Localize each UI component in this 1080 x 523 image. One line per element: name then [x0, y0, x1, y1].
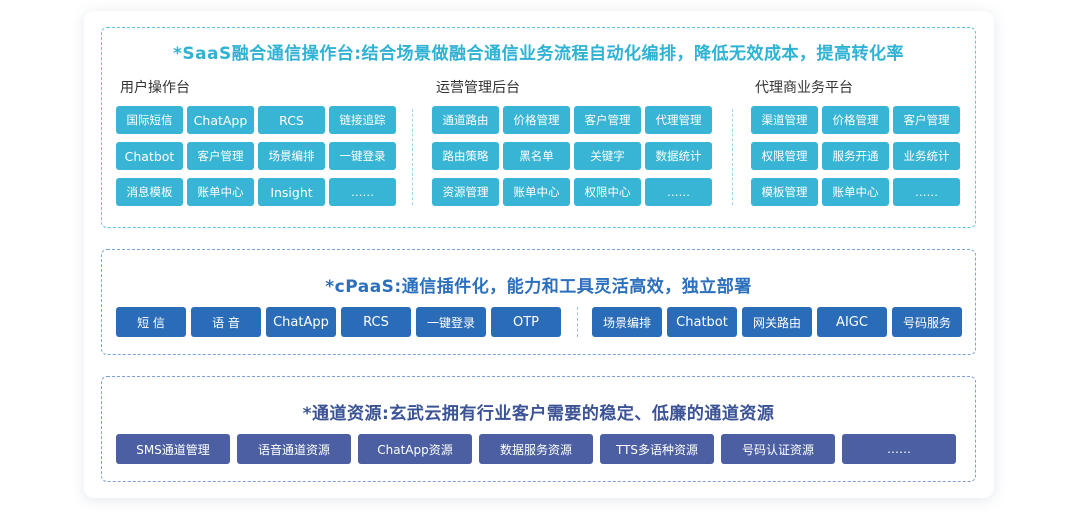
saas-agent-item[interactable]: 客户管理 — [893, 106, 960, 134]
channel-item[interactable]: 数据服务资源 — [479, 434, 593, 464]
saas-agent-item[interactable]: 模板管理 — [751, 178, 818, 206]
user-console-group: 用户操作台 国际短信 ChatApp RCS 链接追踪 Chatbot 客户管理… — [116, 79, 396, 206]
saas-user-item[interactable]: Insight — [258, 178, 325, 206]
agent-platform-title: 代理商业务平台 — [755, 80, 853, 96]
saas-user-item[interactable]: RCS — [258, 106, 325, 134]
saas-ops-item[interactable]: 权限中心 — [574, 178, 641, 206]
cpaas-item[interactable]: 场景编排 — [592, 307, 662, 337]
cpaas-divider — [577, 307, 578, 337]
saas-agent-item[interactable]: 价格管理 — [822, 106, 889, 134]
saas-user-item-more[interactable]: …… — [329, 178, 396, 206]
saas-user-item[interactable]: 场景编排 — [258, 142, 325, 170]
channel-item[interactable]: TTS多语种资源 — [600, 434, 714, 464]
cpaas-item[interactable]: RCS — [341, 307, 411, 337]
cpaas-item[interactable]: OTP — [491, 307, 561, 337]
saas-user-item[interactable]: 消息模板 — [116, 178, 183, 206]
saas-agent-item[interactable]: 业务统计 — [893, 142, 960, 170]
saas-ops-item[interactable]: 黑名单 — [503, 142, 570, 170]
cpaas-item[interactable]: 一键登录 — [416, 307, 486, 337]
saas-ops-item[interactable]: 客户管理 — [574, 106, 641, 134]
channel-section: *通道资源:玄武云拥有行业客户需要的稳定、低廉的通道资源 SMS通道管理 语音通… — [101, 376, 976, 482]
saas-ops-item[interactable]: 路由策略 — [432, 142, 499, 170]
ops-backend-group: 运营管理后台 通道路由 价格管理 客户管理 代理管理 路由策略 黑名单 关键字 … — [432, 79, 712, 206]
saas-ops-item[interactable]: 关键字 — [574, 142, 641, 170]
cpaas-left-row: 短 信 语 音 ChatApp RCS 一键登录 OTP — [116, 307, 561, 337]
saas-user-item[interactable]: 国际短信 — [116, 106, 183, 134]
saas-agent-item[interactable]: 账单中心 — [822, 178, 889, 206]
saas-agent-item-more[interactable]: …… — [893, 178, 960, 206]
saas-ops-item[interactable]: 账单中心 — [503, 178, 570, 206]
saas-divider — [412, 109, 413, 205]
cpaas-item[interactable]: Chatbot — [667, 307, 737, 337]
cpaas-title: *cPaaS:通信插件化，能力和工具灵活高效，独立部署 — [325, 277, 752, 297]
channel-row: SMS通道管理 语音通道资源 ChatApp资源 数据服务资源 TTS多语种资源… — [116, 434, 956, 464]
saas-ops-item[interactable]: 通道路由 — [432, 106, 499, 134]
channel-item-more[interactable]: …… — [842, 434, 956, 464]
saas-ops-item[interactable]: 代理管理 — [645, 106, 712, 134]
ops-backend-title: 运营管理后台 — [436, 80, 520, 96]
cpaas-right-row: 场景编排 Chatbot 网关路由 AIGC 号码服务 — [592, 307, 962, 337]
saas-agent-item[interactable]: 权限管理 — [751, 142, 818, 170]
saas-section: *SaaS融合通信操作台:结合场景做融合通信业务流程自动化编排，降低无效成本，提… — [101, 27, 976, 228]
user-console-title: 用户操作台 — [120, 80, 190, 96]
saas-divider — [732, 109, 733, 205]
channel-item[interactable]: 语音通道资源 — [237, 434, 351, 464]
saas-user-item[interactable]: Chatbot — [116, 142, 183, 170]
cpaas-section: *cPaaS:通信插件化，能力和工具灵活高效，独立部署 短 信 语 音 Chat… — [101, 249, 976, 355]
saas-agent-item[interactable]: 服务开通 — [822, 142, 889, 170]
saas-user-item[interactable]: 链接追踪 — [329, 106, 396, 134]
cpaas-item[interactable]: 语 音 — [191, 307, 261, 337]
cpaas-item[interactable]: 短 信 — [116, 307, 186, 337]
saas-user-item[interactable]: 一键登录 — [329, 142, 396, 170]
saas-ops-item[interactable]: 资源管理 — [432, 178, 499, 206]
agent-platform-group: 代理商业务平台 渠道管理 价格管理 客户管理 权限管理 服务开通 业务统计 模板… — [751, 79, 960, 206]
saas-user-item[interactable]: ChatApp — [187, 106, 254, 134]
architecture-card — [84, 11, 994, 498]
channel-title: *通道资源:玄武云拥有行业客户需要的稳定、低廉的通道资源 — [302, 404, 775, 424]
saas-user-item[interactable]: 账单中心 — [187, 178, 254, 206]
cpaas-item[interactable]: ChatApp — [266, 307, 336, 337]
saas-ops-item-more[interactable]: …… — [645, 178, 712, 206]
saas-user-item[interactable]: 客户管理 — [187, 142, 254, 170]
saas-ops-item[interactable]: 价格管理 — [503, 106, 570, 134]
cpaas-item[interactable]: 网关路由 — [742, 307, 812, 337]
channel-item[interactable]: 号码认证资源 — [721, 434, 835, 464]
cpaas-item[interactable]: 号码服务 — [892, 307, 962, 337]
cpaas-item[interactable]: AIGC — [817, 307, 887, 337]
saas-agent-item[interactable]: 渠道管理 — [751, 106, 818, 134]
saas-ops-item[interactable]: 数据统计 — [645, 142, 712, 170]
saas-title: *SaaS融合通信操作台:结合场景做融合通信业务流程自动化编排，降低无效成本，提… — [172, 44, 905, 64]
channel-item[interactable]: ChatApp资源 — [358, 434, 472, 464]
channel-item[interactable]: SMS通道管理 — [116, 434, 230, 464]
